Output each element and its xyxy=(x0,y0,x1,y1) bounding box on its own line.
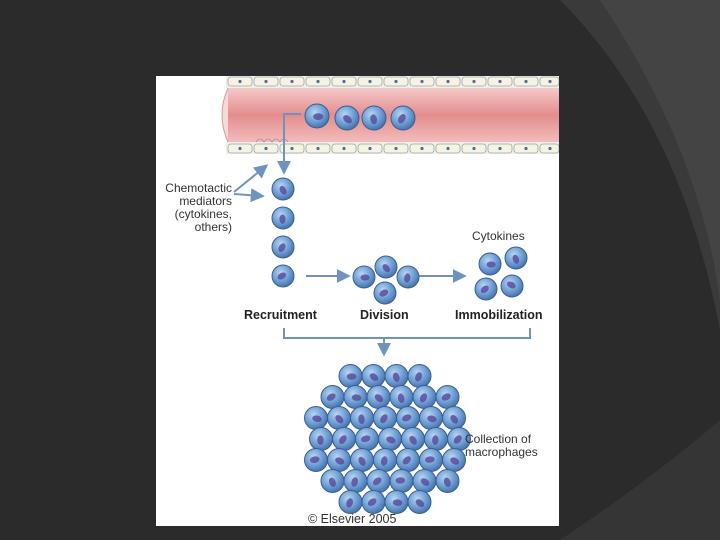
cell xyxy=(384,490,409,514)
cell xyxy=(343,469,368,493)
cell xyxy=(442,406,466,430)
vessel-wall-top xyxy=(226,76,559,88)
label-line: mediators xyxy=(179,194,232,208)
cell xyxy=(384,364,409,388)
cell xyxy=(424,427,448,451)
vessel-monocytes xyxy=(304,103,416,131)
label-line: others) xyxy=(194,220,232,234)
cell xyxy=(407,364,432,388)
vessel-wall-bottom xyxy=(226,138,559,154)
cell xyxy=(442,448,466,472)
collection-label: Collection of macrophages xyxy=(465,433,538,459)
cell xyxy=(474,277,498,301)
cell xyxy=(320,385,345,409)
cell xyxy=(320,469,345,493)
diagram-panel: Chemotactic mediators (cytokines, others… xyxy=(156,76,559,526)
bracket-line xyxy=(283,328,531,339)
immobilization-label: Immobilization xyxy=(455,308,543,322)
cell xyxy=(271,235,295,259)
cell xyxy=(332,427,356,451)
chemotactic-arrow-2 xyxy=(233,188,265,203)
cell xyxy=(366,469,391,493)
cell xyxy=(309,427,333,451)
cell xyxy=(361,105,387,131)
division-label: Division xyxy=(360,308,409,322)
copyright-label: © Elsevier 2005 xyxy=(308,512,397,526)
cell xyxy=(435,469,460,493)
cell xyxy=(389,385,414,409)
macrophage-cluster xyxy=(304,364,471,514)
cell xyxy=(389,469,414,493)
cell xyxy=(271,206,295,230)
cell xyxy=(361,490,386,514)
cell xyxy=(378,427,402,451)
cell xyxy=(352,265,376,289)
cell xyxy=(271,264,295,288)
cell xyxy=(478,252,502,276)
blood-vessel xyxy=(221,76,559,154)
cell xyxy=(504,246,528,270)
cell xyxy=(334,105,360,131)
chemotactic-mediators-label: Chemotactic mediators (cytokines, others… xyxy=(156,182,232,234)
label-line: Collection of xyxy=(465,432,532,446)
cell xyxy=(338,490,363,514)
cell xyxy=(361,364,386,388)
cell xyxy=(355,427,379,451)
cell xyxy=(412,385,437,409)
arrows xyxy=(233,113,531,357)
cell xyxy=(304,103,330,129)
cell xyxy=(366,385,391,409)
cell xyxy=(327,406,351,430)
cell xyxy=(338,364,363,388)
cell xyxy=(401,427,425,451)
cytokines-label: Cytokines xyxy=(472,229,525,243)
cell xyxy=(390,105,416,131)
extravasation-arrow xyxy=(277,113,301,175)
cell xyxy=(350,448,374,472)
cell xyxy=(304,448,328,472)
cell xyxy=(374,255,398,279)
cell xyxy=(327,448,351,472)
cell xyxy=(396,406,420,430)
recruitment-cells xyxy=(271,177,295,288)
cell xyxy=(412,469,437,493)
chemotactic-arrow-1 xyxy=(233,164,269,193)
division-cells xyxy=(352,255,420,305)
immobilization-cells xyxy=(474,246,528,301)
label-line: Chemotactic xyxy=(165,181,232,195)
cell xyxy=(373,406,397,430)
cell xyxy=(373,281,397,305)
cell xyxy=(271,177,295,201)
cell xyxy=(373,448,397,472)
cell xyxy=(350,406,374,430)
cell xyxy=(304,406,328,430)
label-line: (cytokines, xyxy=(174,207,232,221)
cell xyxy=(396,265,420,289)
cell xyxy=(407,490,432,514)
cell xyxy=(419,448,443,472)
cell xyxy=(419,406,443,430)
cell xyxy=(396,448,420,472)
cell xyxy=(435,385,460,409)
recruitment-label: Recruitment xyxy=(244,308,317,322)
label-line: macrophages xyxy=(465,445,538,459)
cell xyxy=(500,274,524,298)
cell xyxy=(343,385,368,409)
